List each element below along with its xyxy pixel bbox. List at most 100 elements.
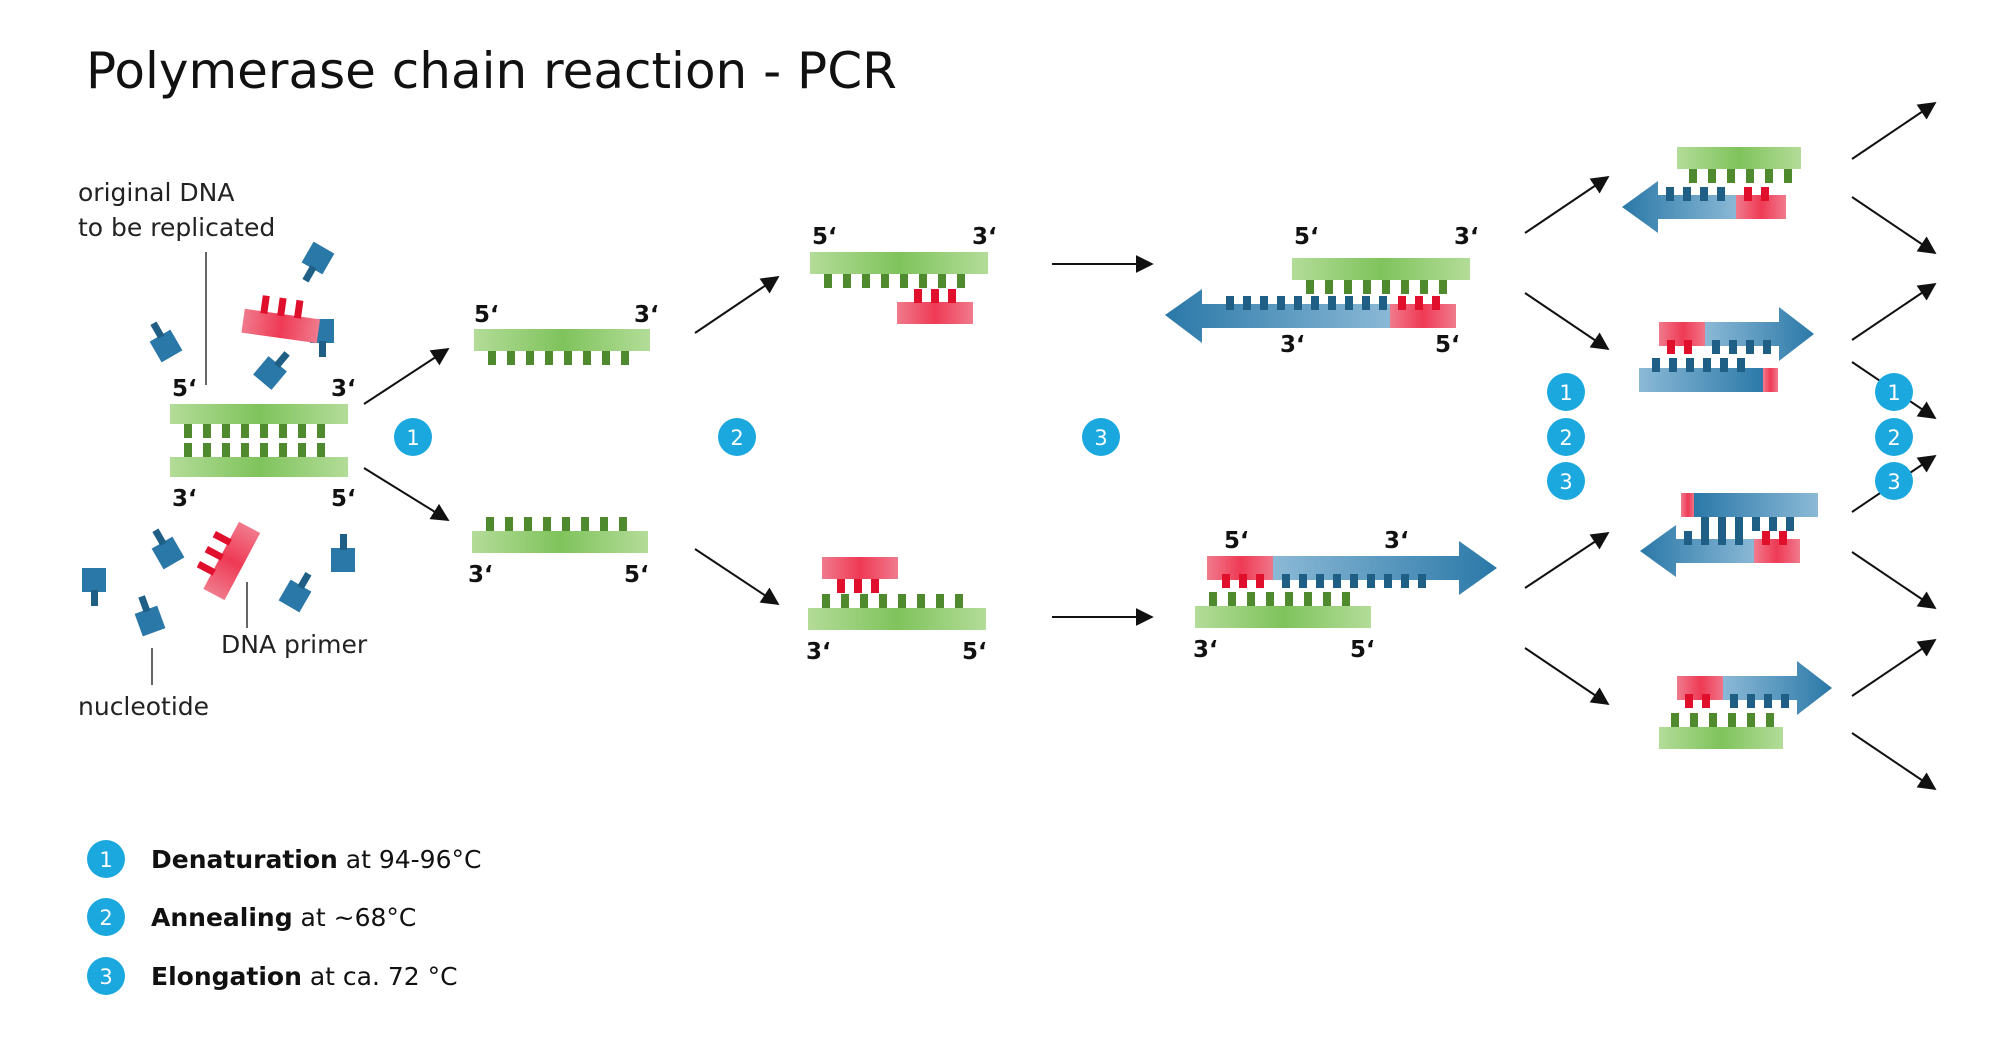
end-label-5: 5‘ — [1224, 528, 1249, 554]
step-number: 1 — [406, 426, 419, 450]
label-dna-primer: DNA primer — [221, 630, 368, 659]
step-number: 2 — [730, 426, 743, 450]
legend-item: 1 Denaturation at 94-96°C — [87, 840, 481, 878]
step-number: 1 — [1887, 381, 1900, 405]
end-label-3: 3‘ — [468, 562, 493, 588]
free-primer — [196, 521, 261, 601]
step-number: 1 — [1559, 381, 1572, 405]
step-badge-1 — [1875, 373, 1913, 411]
end-label-5: 5‘ — [624, 562, 649, 588]
end-label-3: 3‘ — [1280, 332, 1305, 358]
arrow — [1524, 292, 1610, 351]
elongated-bottom: 5‘ 3‘ 3‘ 5‘ — [1193, 528, 1497, 663]
new-strand-arrow — [1640, 525, 1756, 577]
end-label-3: 3‘ — [1454, 224, 1479, 250]
legend-step-name: Denaturation — [151, 845, 338, 874]
step-number: 2 — [1559, 426, 1572, 450]
single-strand-top: 5‘ 3‘ — [474, 302, 659, 365]
nucleotide-icon — [149, 321, 183, 363]
product-4 — [1659, 661, 1832, 749]
legend-number: 2 — [99, 906, 112, 930]
end-label-3: 3‘ — [1193, 637, 1218, 663]
original-dna: 5‘ 3‘ 3‘ 5‘ — [170, 376, 356, 512]
legend-number: 3 — [99, 965, 112, 989]
step-badge-2 — [87, 898, 125, 936]
end-label-3: 3‘ — [806, 639, 831, 665]
new-strand-arrow — [1705, 307, 1814, 361]
legend-text: Annealing at ~68°C — [151, 903, 416, 932]
arrow — [1851, 282, 1937, 341]
legend-step-detail: at 94-96°C — [338, 845, 482, 874]
end-label-3: 3‘ — [1384, 528, 1409, 554]
step-badge-1 — [1547, 373, 1585, 411]
end-label-3: 3‘ — [172, 486, 197, 512]
nucleotide-icon — [134, 595, 166, 637]
nucleotide-icon — [253, 351, 290, 390]
free-nucleotides — [82, 241, 355, 637]
legend-text: Denaturation at 94-96°C — [151, 845, 481, 874]
page-title: Polymerase chain reaction - PCR — [86, 42, 897, 100]
label-nucleotide: nucleotide — [78, 692, 209, 721]
dna-teeth — [184, 424, 325, 457]
free-primer — [241, 295, 321, 344]
end-label-5: 5‘ — [1435, 332, 1460, 358]
step-badge-1 — [87, 840, 125, 878]
step-number: 3 — [1559, 470, 1572, 494]
arrow — [1524, 647, 1610, 706]
dna-strand — [170, 457, 348, 477]
legend: 1 Denaturation at 94-96°C 2 Annealing at… — [87, 840, 481, 995]
end-label-5: 5‘ — [1294, 224, 1319, 250]
end-label-5: 5‘ — [474, 302, 499, 328]
legend-step-detail: at ca. 72 °C — [302, 962, 458, 991]
arrow — [694, 275, 780, 334]
product-1 — [1622, 147, 1801, 233]
label-original-dna: original DNA — [78, 178, 234, 207]
arrow — [1524, 175, 1610, 234]
end-label-3: 3‘ — [972, 224, 997, 250]
annealed-bottom: 3‘ 5‘ — [806, 557, 987, 665]
step-badge-1 — [394, 418, 432, 456]
end-label-5: 5‘ — [331, 486, 356, 512]
nucleotide-icon — [278, 571, 312, 613]
legend-number: 1 — [99, 848, 112, 872]
step-badge-3 — [87, 957, 125, 995]
step-badge-3 — [1547, 462, 1585, 500]
elongated-top: 5‘ 3‘ 3‘ 5‘ — [1165, 224, 1479, 358]
end-label-5: 5‘ — [812, 224, 837, 250]
end-label-5: 5‘ — [962, 639, 987, 665]
step-badge-3 — [1875, 462, 1913, 500]
nucleotide-icon — [301, 241, 335, 283]
step-number: 3 — [1094, 426, 1107, 450]
single-strand-bottom: 3‘ 5‘ — [468, 517, 649, 588]
end-label-5: 5‘ — [1350, 637, 1375, 663]
arrow — [1851, 101, 1937, 160]
legend-step-detail: at ~68°C — [293, 903, 417, 932]
arrow — [363, 467, 450, 521]
legend-text: Elongation at ca. 72 °C — [151, 962, 458, 991]
nucleotide-icon — [331, 534, 355, 572]
legend-step-name: Annealing — [151, 903, 293, 932]
dna-strand — [170, 404, 348, 424]
step-badge-3 — [1082, 418, 1120, 456]
legend-item: 2 Annealing at ~68°C — [87, 898, 416, 936]
end-label-3: 3‘ — [331, 376, 356, 402]
step-badge-2 — [1875, 418, 1913, 456]
end-label-5: 5‘ — [172, 376, 197, 402]
nucleotide-icon — [82, 568, 106, 606]
arrow — [1851, 732, 1937, 791]
arrow — [363, 348, 450, 405]
step-badge-2 — [1547, 418, 1585, 456]
new-strand-arrow — [1165, 289, 1392, 343]
new-strand-arrow — [1273, 541, 1497, 595]
annealed-top: 5‘ 3‘ — [810, 224, 997, 324]
end-label-3: 3‘ — [634, 302, 659, 328]
new-strand-arrow — [1723, 661, 1832, 715]
arrow — [1524, 532, 1610, 589]
legend-item: 3 Elongation at ca. 72 °C — [87, 957, 458, 995]
nucleotide-icon — [151, 528, 185, 570]
step-number: 3 — [1887, 470, 1900, 494]
label-to-be-replicated: to be replicated — [78, 213, 275, 242]
product-2 — [1639, 307, 1814, 392]
arrow — [694, 548, 780, 605]
